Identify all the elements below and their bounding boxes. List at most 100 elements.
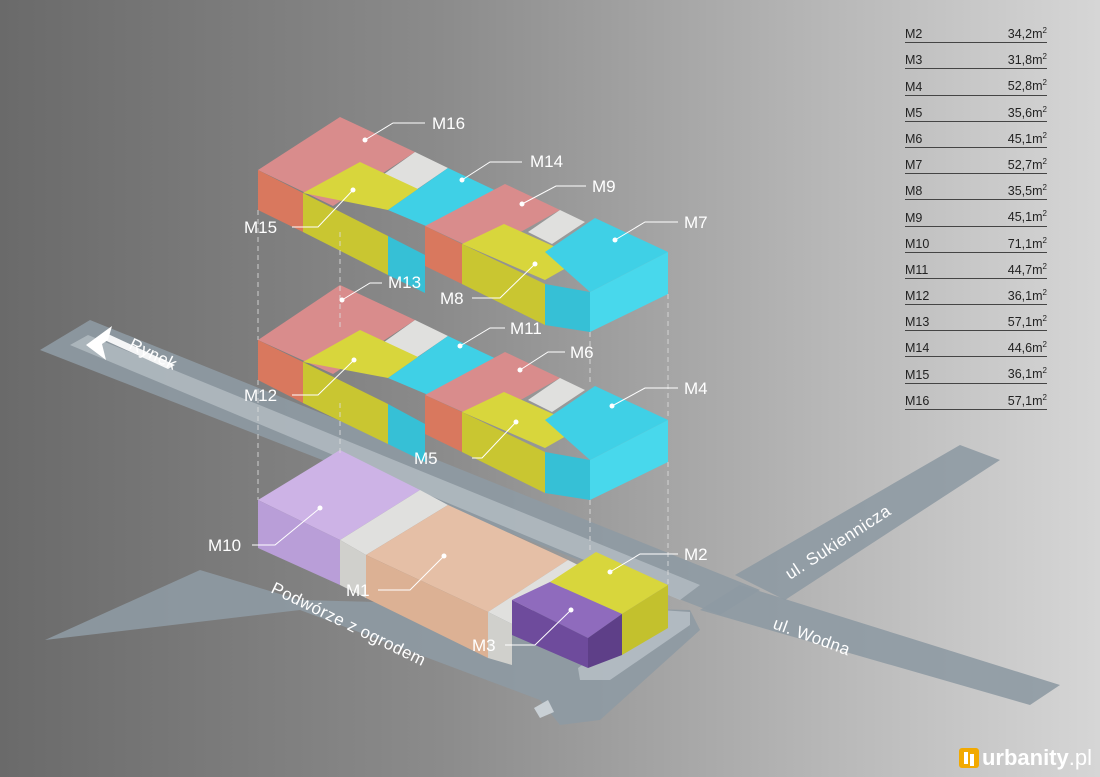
block-m13-front	[258, 340, 303, 403]
dot	[513, 419, 519, 425]
label-m11: M11	[510, 319, 542, 338]
unit-area: 35,6m2	[1007, 104, 1047, 120]
dot	[350, 187, 356, 193]
dot	[568, 607, 574, 613]
block-m16-front	[258, 170, 303, 232]
dot	[519, 201, 525, 207]
block-m7-side	[590, 252, 668, 332]
leader-m15	[292, 189, 354, 228]
block-m14-top	[388, 168, 505, 234]
block-m10-top	[258, 450, 420, 540]
block-m3-top	[512, 582, 622, 638]
block-m1-top	[366, 505, 568, 612]
leader-m5	[472, 421, 517, 459]
block-m6-front	[425, 395, 462, 452]
dot	[612, 237, 618, 243]
label-m12: M12	[244, 386, 277, 405]
logo-name: urbanity	[981, 745, 1069, 770]
block-m15-front	[303, 193, 388, 275]
unit-labels: M16 M14 M9 M7 M15 M8 M13 M11 M6 M4 M12 M…	[208, 114, 708, 655]
vertical-guides	[257, 210, 669, 585]
block-m4-top	[545, 386, 668, 460]
label-m10: M10	[208, 536, 241, 555]
unit-id: M11	[905, 262, 929, 277]
urbanity-logo: urbanity .pl	[958, 745, 1092, 771]
area-row: M6 45,1m2	[905, 122, 1047, 148]
block-m7-top	[545, 218, 668, 292]
leader-m1	[378, 555, 445, 591]
label-m9: M9	[592, 177, 616, 196]
passage2-front	[488, 612, 512, 665]
unit-area: 57,1m2	[1007, 392, 1047, 408]
gap-4-top	[528, 210, 585, 244]
block-m2-top	[550, 552, 668, 614]
unit-id: M16	[905, 393, 930, 408]
block-m8-top	[462, 224, 582, 280]
arrow-shaft	[100, 334, 175, 369]
sidewalk	[70, 335, 700, 600]
second-floor	[258, 117, 668, 332]
gap-2-top	[528, 378, 585, 412]
leader-dots	[317, 137, 618, 613]
unit-area: 35,5m2	[1007, 183, 1047, 199]
unit-id: M12	[905, 289, 930, 304]
ground-floor	[258, 450, 668, 668]
block-m13-top	[258, 285, 415, 374]
leader-m7	[614, 221, 678, 241]
label-m6: M6	[570, 343, 594, 362]
passage-front	[340, 540, 366, 598]
area-row: M16 57,1m2	[905, 384, 1047, 410]
label-m16: M16	[432, 114, 465, 133]
block-m11-top	[388, 336, 505, 402]
label-m2: M2	[684, 545, 708, 564]
leader-m8	[472, 263, 536, 299]
area-row: M11 44,7m2	[905, 253, 1047, 279]
leader-m16	[364, 122, 425, 141]
leader-m4	[611, 387, 678, 407]
leader-m9	[521, 185, 586, 205]
unit-area: 36,1m2	[1007, 366, 1047, 382]
block-m6-top	[425, 352, 560, 421]
block-m5-front	[462, 412, 545, 493]
block-m4-side	[590, 420, 668, 500]
unit-area: 71,1m2	[1007, 235, 1047, 251]
leader-m14	[461, 161, 522, 181]
block-m7-front	[545, 284, 590, 332]
block-m1-front	[366, 555, 488, 658]
dot	[609, 403, 615, 409]
unit-area: 36,1m2	[1007, 287, 1047, 304]
area-row: M12 36,1m2	[905, 279, 1047, 306]
block-m10-front	[258, 500, 340, 585]
leader-m2	[609, 553, 678, 573]
block-m8-front	[462, 244, 545, 325]
label-m14: M14	[530, 152, 563, 171]
block-m9-front	[425, 226, 462, 284]
dot	[362, 137, 368, 143]
label-m7: M7	[684, 213, 708, 232]
road-wodna	[700, 585, 1060, 705]
unit-area: 34,2m2	[1007, 26, 1047, 42]
unit-area: 52,7m2	[1007, 156, 1047, 173]
dot	[351, 357, 357, 363]
arrow-head-icon	[86, 326, 112, 360]
block-m4-front	[545, 452, 590, 500]
leader-m6	[519, 351, 565, 371]
leader-m13	[341, 282, 382, 301]
unit-area: 45,1m2	[1007, 130, 1047, 146]
label-m8: M8	[440, 289, 464, 308]
unit-area: 57,1m2	[1007, 314, 1047, 330]
passage-top	[340, 490, 448, 555]
unit-id: M9	[905, 210, 923, 225]
block-m12-top	[303, 330, 418, 378]
unit-id: M6	[905, 131, 923, 146]
logo-tld: .pl	[1068, 745, 1092, 770]
unit-area: 44,7m2	[1007, 261, 1047, 277]
dot	[517, 367, 523, 373]
unit-id: M10	[905, 236, 930, 251]
